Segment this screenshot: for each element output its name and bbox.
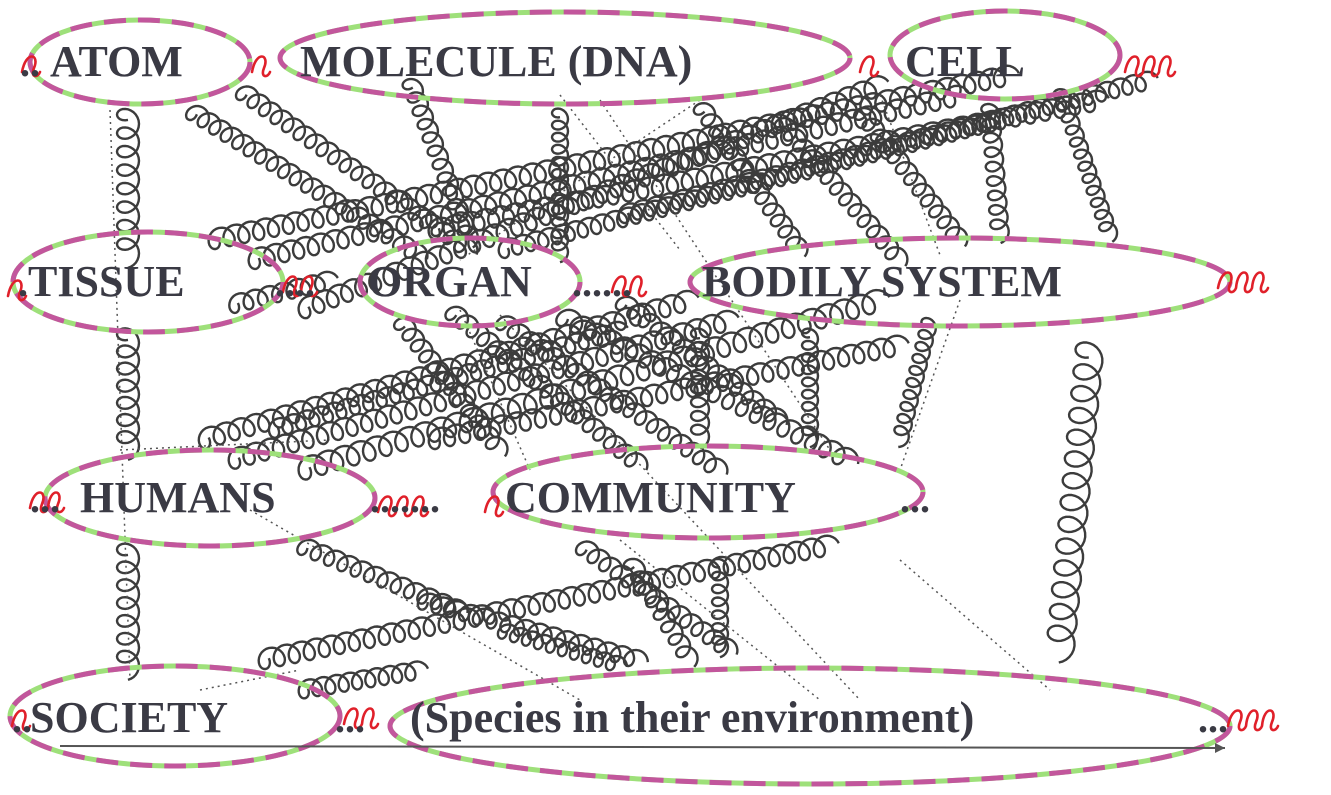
trailing-dots: ... — [900, 476, 930, 521]
red-squiggle-2 — [860, 57, 878, 77]
connector-dots: .... — [275, 260, 315, 305]
leading-dots: .. — [20, 40, 40, 85]
node-humans-label: HUMANS — [80, 473, 276, 522]
node-species-label: (Species in their environment) — [410, 693, 974, 742]
node-molecule-label: MOLECULE (DNA) — [300, 37, 692, 86]
node-cell-label: CELL — [905, 37, 1025, 86]
connector-dots: ...... — [572, 260, 632, 305]
arrowhead-icon — [1215, 743, 1225, 753]
node-society-label: SOCIETY — [30, 693, 228, 742]
baseline-arrow — [60, 746, 1225, 748]
dotted-connector-0 — [110, 110, 130, 680]
leading-dots: .. — [12, 696, 32, 741]
red-squiggle-1 — [252, 57, 270, 77]
connector-dots: ....... — [370, 476, 440, 521]
node-bodily-system-label: BODILY SYSTEM — [702, 257, 1062, 306]
leading-dots: . — [18, 260, 28, 305]
coil-connectors — [117, 66, 1158, 699]
trailing-dots: ... — [1198, 696, 1228, 741]
dotted-connector-4 — [880, 95, 940, 255]
red-squiggle-13 — [1228, 711, 1278, 731]
coil-connector-2 — [117, 544, 139, 680]
node-community-label: COMMUNITY — [505, 473, 796, 522]
node-ovals — [10, 11, 1230, 784]
node-tissue-label: TISSUE — [28, 257, 185, 306]
coil-connector-3 — [1048, 343, 1103, 663]
node-atom-label: ATOM — [50, 37, 183, 86]
coil-connector-38 — [418, 594, 648, 666]
leading-dots: ... — [30, 476, 60, 521]
coil-connector-1 — [117, 328, 139, 460]
connector-dots: ... — [335, 696, 365, 741]
node-organ-label: ORGAN — [368, 257, 532, 306]
coil-connector-0 — [117, 109, 139, 268]
